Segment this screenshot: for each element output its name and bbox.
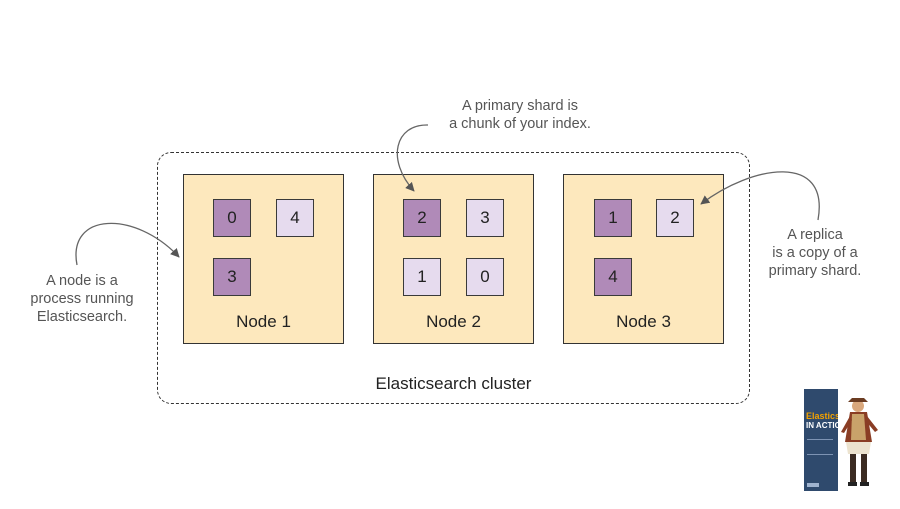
cluster-label: Elasticsearch cluster — [375, 374, 532, 393]
publisher-mark — [807, 483, 819, 487]
replica-callout-arrow — [700, 171, 820, 221]
node-callout-arrow — [75, 222, 180, 266]
book-subtitle-line: IN ACTION — [806, 421, 838, 430]
shard-replica: 3 — [466, 199, 504, 237]
cluster-boundary — [157, 152, 750, 404]
node-annotation: A node is a process running Elasticsearc… — [12, 272, 152, 326]
shard-primary: 2 — [403, 199, 441, 237]
node-1: 0 4 3 Node 1 — [183, 174, 344, 344]
annotation-line: A primary shard is — [461, 98, 579, 114]
book-author-lines — [807, 439, 833, 455]
book-title: Elasticsearch IN ACTION — [806, 411, 838, 431]
shard-primary: 0 — [213, 199, 251, 237]
shard-replica: 0 — [466, 258, 504, 296]
annotation-line: A node is a — [46, 273, 118, 289]
annotation-line: A replica — [787, 227, 843, 243]
shard-replica: 4 — [276, 199, 314, 237]
shard-replica: 2 — [656, 199, 694, 237]
node-label: Node 1 — [236, 312, 291, 331]
annotation-line: Elasticsearch. — [36, 309, 128, 325]
annotation-line: primary shard. — [768, 263, 862, 279]
book-cover: Elasticsearch IN ACTION — [804, 389, 838, 491]
shard-primary: 4 — [594, 258, 632, 296]
primary-shard-annotation: A primary shard is a chunk of your index… — [420, 97, 620, 133]
annotation-line: is a copy of a — [772, 245, 858, 261]
cover-illustration — [841, 398, 878, 486]
shard-primary: 1 — [594, 199, 632, 237]
annotation-line: a chunk of your index. — [449, 116, 591, 132]
node-2: 2 3 1 0 Node 2 — [373, 174, 534, 344]
annotation-line: process running — [30, 291, 134, 307]
shard-replica: 1 — [403, 258, 441, 296]
replica-annotation: A replica is a copy of a primary shard. — [755, 226, 875, 280]
book-title-line: Elasticsearch — [806, 411, 838, 421]
primary-shard-callout-arrow — [396, 124, 429, 192]
node-label: Node 3 — [616, 312, 671, 331]
node-3: 1 2 4 Node 3 — [563, 174, 724, 344]
node-label: Node 2 — [426, 312, 481, 331]
shard-primary: 3 — [213, 258, 251, 296]
